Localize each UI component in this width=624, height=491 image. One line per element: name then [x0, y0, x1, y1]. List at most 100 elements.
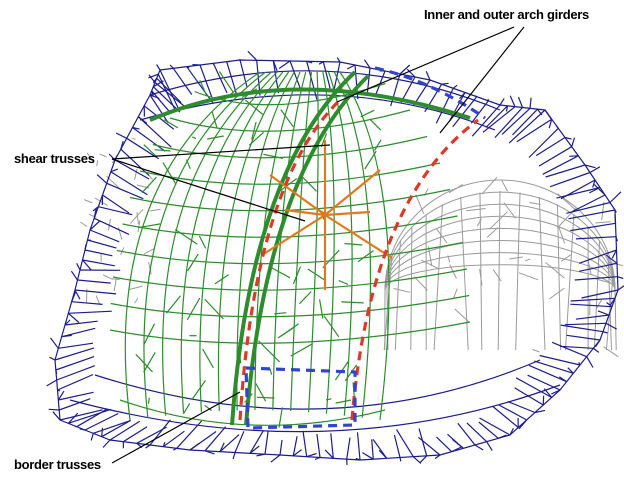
- outer-frame-member: [564, 136, 572, 140]
- shear-truss-member: [324, 214, 393, 259]
- outer-frame-member: [485, 105, 508, 128]
- outer-frame-member: [149, 419, 171, 446]
- rear-dome-brace: [595, 299, 603, 310]
- outer-frame-member: [457, 422, 476, 446]
- inner-dome-brace: [138, 223, 161, 229]
- outer-frame-member: [89, 229, 120, 243]
- rear-dome-brace: [131, 137, 136, 140]
- inner-dome-brace: [258, 340, 281, 363]
- outer-frame-member: [114, 159, 150, 180]
- outer-frame-member: [509, 428, 514, 436]
- outer-frame-member: [567, 367, 574, 374]
- callout-border-line: [111, 391, 241, 464]
- inner-dome-meridian: [236, 71, 295, 411]
- outer-frame-member: [419, 455, 428, 463]
- outer-frame-member: [548, 119, 553, 129]
- outer-frame-member: [122, 426, 148, 443]
- outer-frame-member: [67, 412, 79, 424]
- inner-dome-meridian: [124, 71, 261, 421]
- outer-frame-member: [441, 82, 449, 85]
- outer-frame-member: [330, 433, 334, 459]
- outer-frame-member: [249, 430, 264, 454]
- main-arch-ribs: [149, 70, 471, 426]
- rear-dome-brace: [129, 208, 144, 224]
- label-border-trusses: border trusses: [14, 457, 101, 472]
- outer-frame-member: [425, 70, 431, 81]
- outer-frame-member: [90, 433, 94, 441]
- inner-dome-meridian: [143, 71, 267, 418]
- inner-dome-brace: [147, 397, 150, 404]
- outer-frame-member: [132, 127, 166, 152]
- inner-dome-brace: [357, 250, 374, 263]
- rear-dome-brace: [557, 193, 577, 211]
- outer-frame-member: [148, 73, 159, 79]
- inner-dome-brace: [207, 135, 224, 140]
- callout-shear-line-1: [111, 158, 306, 222]
- outer-frame-member: [534, 360, 574, 374]
- outer-frame-ring: [69, 384, 561, 433]
- outer-frame-member: [593, 183, 606, 196]
- inner-dome-brace: [163, 119, 179, 129]
- outer-frame-member: [559, 345, 594, 349]
- shear-truss-member: [324, 210, 371, 217]
- outer-frame-member: [61, 327, 96, 338]
- rear-dome-brace: [83, 199, 93, 204]
- rear-dome-brace: [435, 228, 448, 244]
- outer-frame-ring: [94, 359, 541, 410]
- outer-frame-member: [132, 126, 140, 130]
- inner-dome-ring: [122, 215, 458, 238]
- outer-frame-member: [575, 236, 617, 240]
- rear-dome-brace: [149, 208, 161, 212]
- outer-frame-member: [154, 82, 186, 108]
- outer-frame-member: [247, 50, 258, 61]
- outer-frame-member: [324, 449, 334, 459]
- outer-frame-member: [610, 297, 616, 306]
- inner-dome-brace: [302, 176, 318, 192]
- inner-dome-brace: [269, 368, 273, 375]
- rear-dome-brace: [601, 201, 605, 221]
- outer-frame-member: [393, 434, 401, 458]
- outer-frame-ring: [149, 70, 501, 111]
- outer-frame-member: [515, 377, 552, 399]
- rear-dome-brace: [532, 349, 540, 353]
- rear-dome-brace: [415, 194, 425, 214]
- outer-frame-member: [159, 69, 179, 108]
- outer-frame-member: [55, 369, 58, 375]
- rear-dome-strut: [515, 192, 521, 351]
- arch-rib-1: [230, 70, 357, 426]
- rear-dome-brace: [86, 152, 95, 164]
- outer-frame-member: [539, 354, 581, 366]
- rear-dome-strut: [593, 240, 601, 351]
- outer-frame-member: [49, 356, 56, 361]
- outer-frame-member: [558, 376, 568, 383]
- rear-dome-brace: [466, 208, 486, 212]
- outer-frame-member: [318, 61, 324, 65]
- outer-frame-member: [507, 400, 536, 414]
- inner-dome-brace: [280, 109, 294, 128]
- rear-dome-brace: [476, 218, 482, 227]
- outer-frame-member: [292, 449, 302, 457]
- outer-frame-member: [92, 206, 99, 212]
- outer-frame-member: [314, 456, 321, 461]
- outer-frame-member: [516, 118, 553, 143]
- outer-frame-member: [471, 104, 501, 137]
- outer-frame-member: [538, 146, 573, 167]
- inner-dome-brace: [335, 399, 352, 404]
- outer-frame-member: [366, 67, 371, 94]
- outer-frame-member: [74, 289, 81, 300]
- outer-frame-member: [71, 291, 77, 302]
- rear-dome-brace: [503, 202, 516, 219]
- outer-frame-member: [528, 127, 559, 158]
- outer-frame-member: [316, 433, 321, 458]
- outer-frame-member: [74, 425, 77, 428]
- outer-frame-member: [564, 322, 607, 326]
- inner-dome-brace: [344, 242, 363, 246]
- inner-dome-meridian: [307, 71, 319, 413]
- rear-dome-strut: [614, 289, 617, 351]
- rear-dome-strut: [565, 214, 575, 351]
- outer-frame-member: [58, 342, 94, 349]
- inner-dome-meridian: [339, 71, 390, 421]
- outer-frame-member: [186, 66, 214, 105]
- rear-dome-brace: [448, 183, 464, 194]
